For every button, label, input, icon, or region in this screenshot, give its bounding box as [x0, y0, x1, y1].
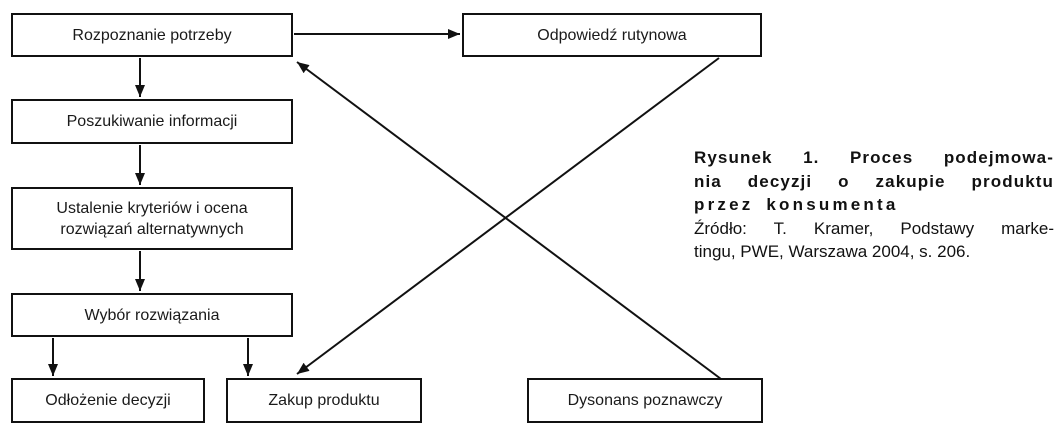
node-rozpoznanie-potrzeby: Rozpoznanie potrzeby [11, 13, 293, 57]
node-odlozenie-decyzji: Odłożenie decyzji [11, 378, 205, 423]
arrow-dysonans-to-rozpoznanie [296, 61, 722, 380]
caption-title-line: Rysunek 1. Proces podejmowa- [694, 148, 1054, 167]
caption-source-line: Źródło: T. Kramer, Podstawy marke- [694, 218, 1054, 238]
node-wybor-rozwiazania: Wybór rozwiązania [11, 293, 293, 337]
node-dysonans-poznawczy: Dysonans poznawczy [527, 378, 763, 423]
caption-title-line: nia decyzji o zakupie produktu [694, 171, 1054, 191]
arrow-odpowiedz-to-zakup [296, 57, 720, 375]
node-ustalenie-kryteriow: Ustalenie kryteriów i ocena rozwiązań al… [11, 187, 293, 250]
caption-source-line: tingu, PWE, Warszawa 2004, s. 206. [694, 242, 971, 261]
node-odpowiedz-rutynowa: Odpowiedź rutynowa [462, 13, 762, 57]
node-poszukiwanie-informacji: Poszukiwanie informacji [11, 99, 293, 144]
caption-title-line: przez konsumenta [694, 195, 899, 214]
figure-caption: Rysunek 1. Proces podejmowa- nia decyzji… [694, 146, 1054, 264]
node-zakup-produktu: Zakup produktu [226, 378, 422, 423]
